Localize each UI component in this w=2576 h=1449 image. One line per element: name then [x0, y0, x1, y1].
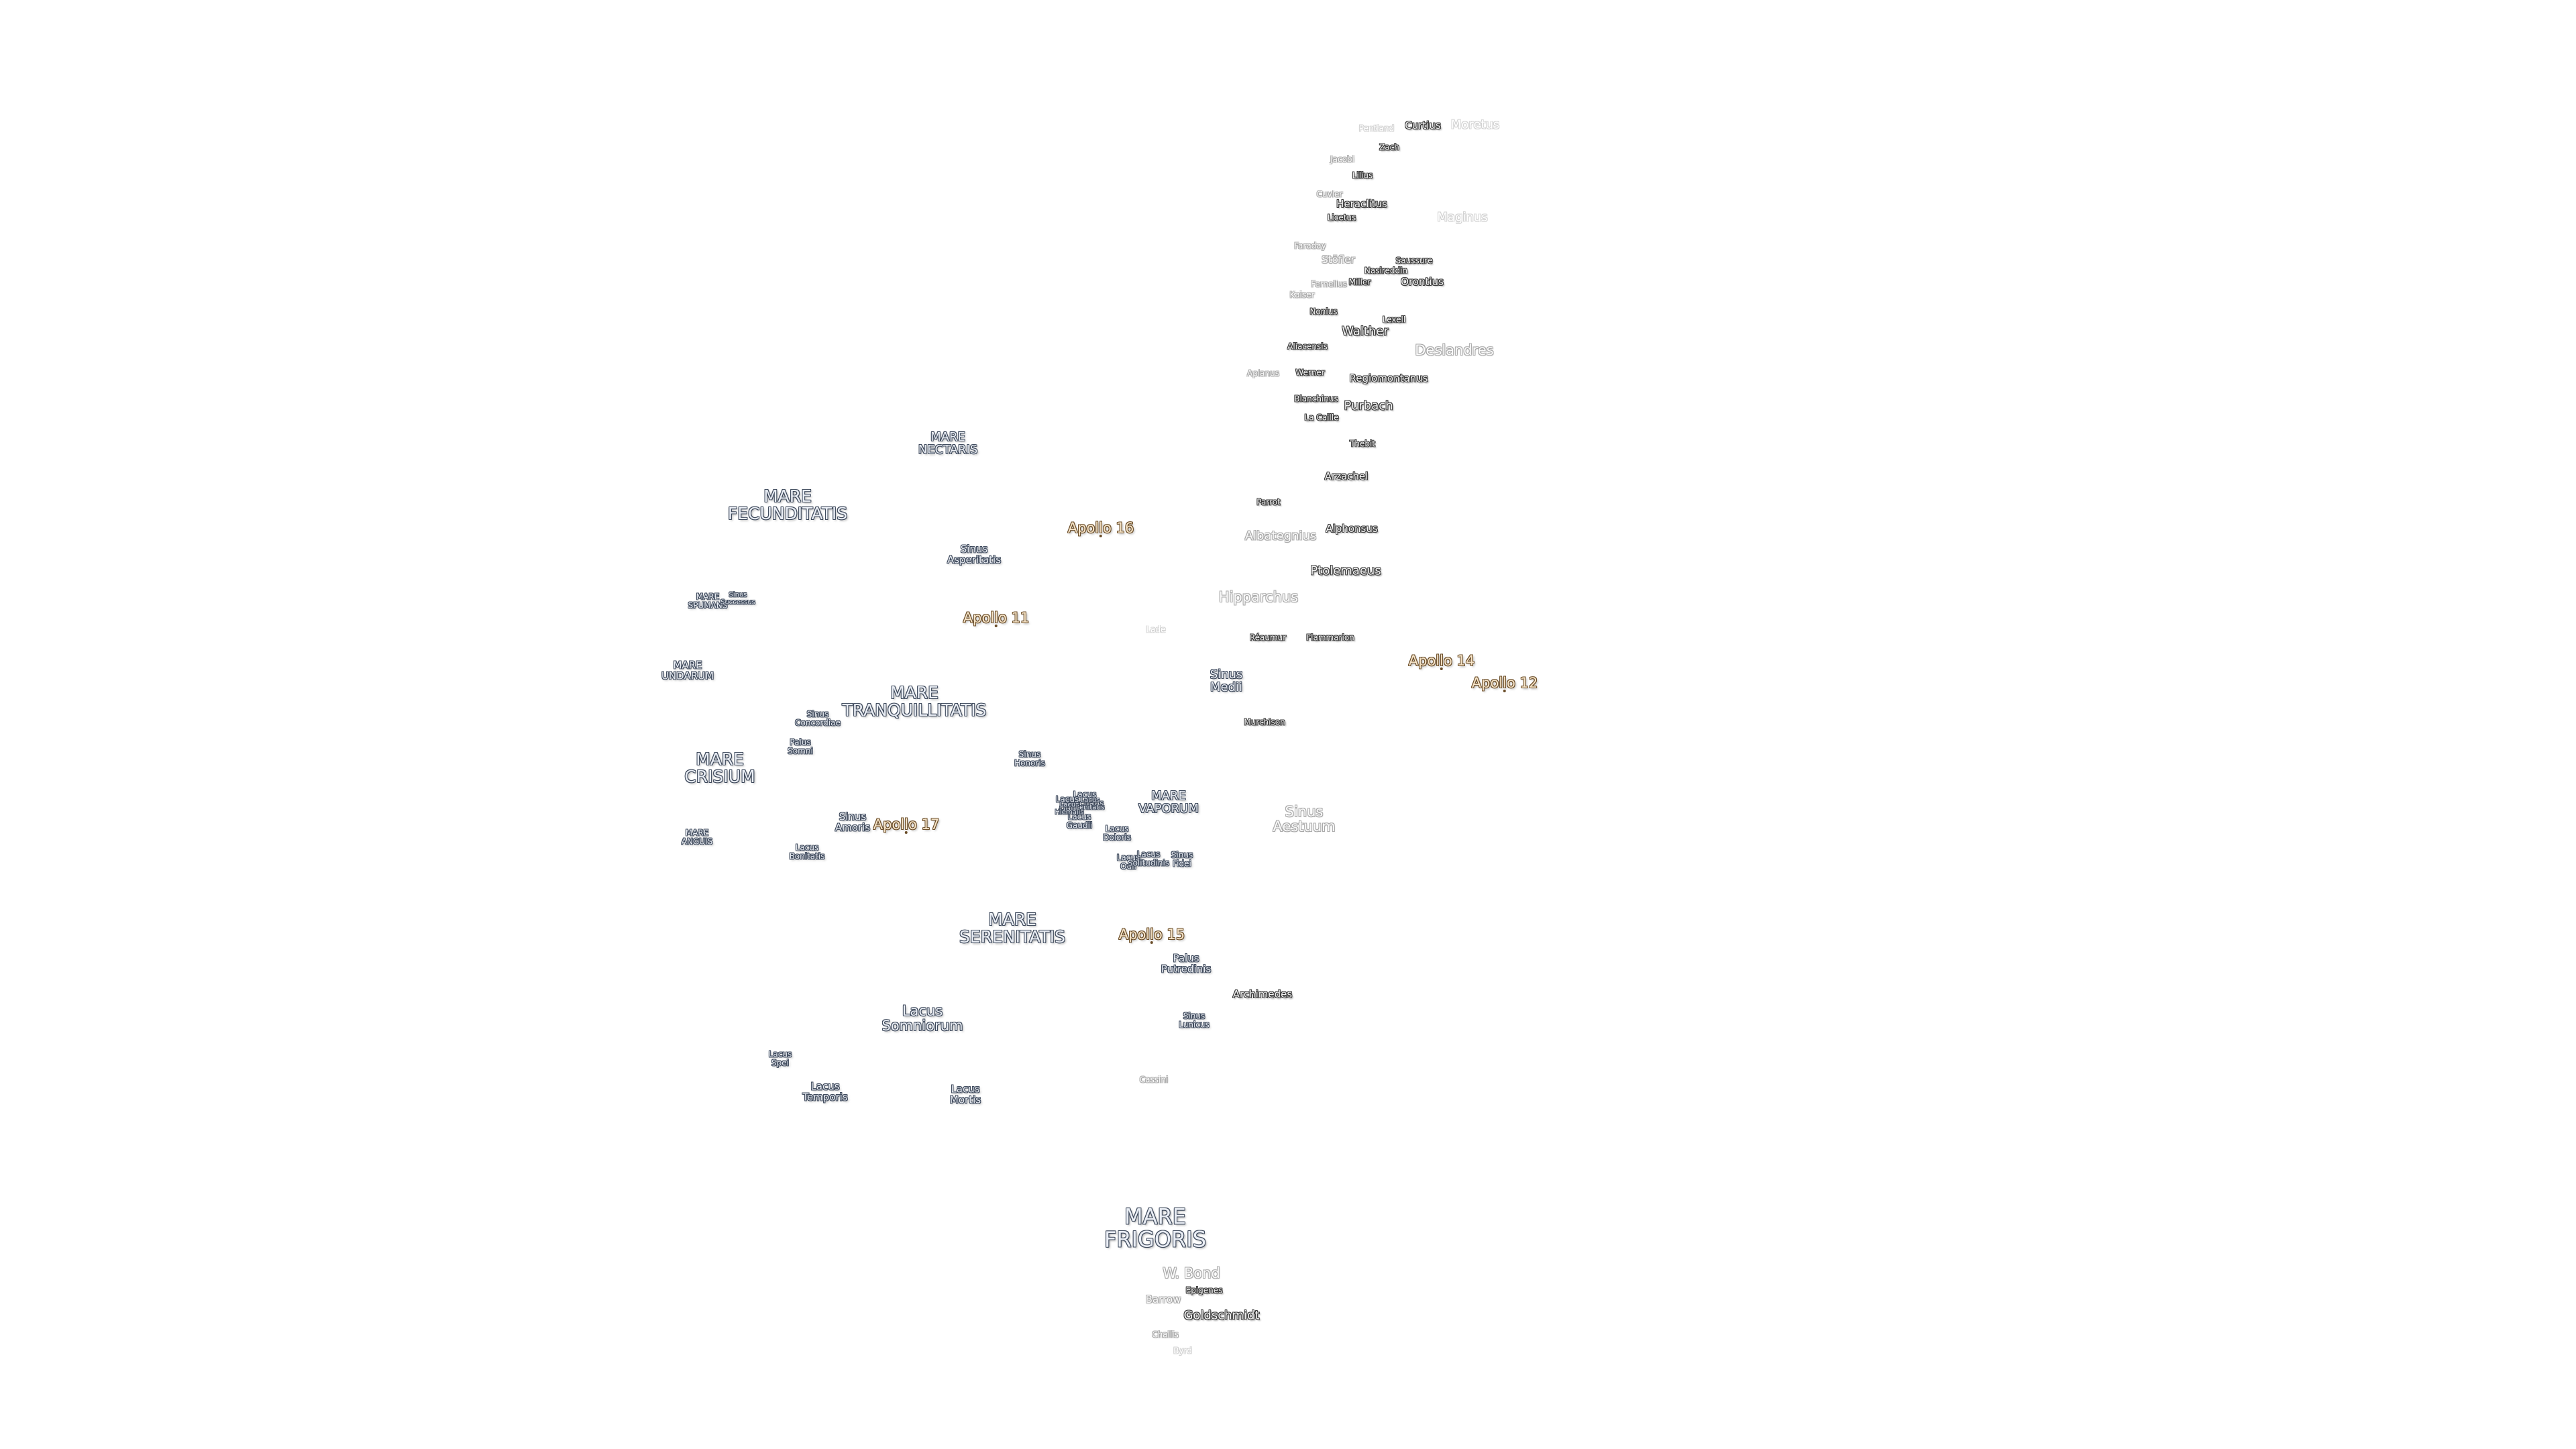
label-flammarion: Flammarion: [1306, 633, 1354, 643]
label-thebit: Thebit: [1350, 439, 1375, 449]
label-walther: Walther: [1342, 324, 1389, 339]
label-mare-anguis: MARE ANGUIS: [681, 828, 713, 846]
label-purbach: Purbach: [1344, 398, 1393, 413]
label-lacus-somniorum: Lacus Somniorum: [881, 1002, 963, 1034]
label-la-caille: La Caille: [1304, 413, 1339, 423]
label-mare-undarum: MARE UNDARUM: [661, 659, 714, 682]
label-werner: Werner: [1295, 368, 1325, 378]
label-cuvier: Cuvier: [1316, 189, 1343, 199]
label-lacus-bonitatis: Lacus Bonitatis: [789, 843, 825, 861]
label-sinus-concordiae: Sinus Concordiae: [795, 709, 841, 727]
label-lacus-hiemalis: Lacus Hiemalis: [1055, 801, 1084, 816]
apollo-17-marker[interactable]: Apollo 17: [873, 816, 940, 835]
label-deslandres: Deslandres: [1415, 341, 1494, 358]
apollo-11-marker[interactable]: Apollo 11: [963, 609, 1030, 628]
label-epigenes: Epigenes: [1185, 1285, 1223, 1295]
label-lacus-mortis: Lacus Mortis: [949, 1083, 981, 1106]
label-ptolemaeus: Ptolemaeus: [1310, 564, 1381, 578]
label-mare-nectaris: MARE NECTARIS: [918, 430, 978, 457]
label-sinus-asperitatis: Sinus Asperitatis: [947, 543, 1002, 566]
label-curtius: Curtius: [1405, 119, 1441, 132]
label-murchison: Murchison: [1244, 717, 1285, 727]
label-mare-spumans: MARE SPUMANS: [688, 592, 728, 610]
label-maginus: Maginus: [1437, 210, 1488, 225]
label-apianus: Apianus: [1247, 368, 1279, 378]
label-sinus-lunicus: Sinus Lunicus: [1179, 1011, 1210, 1029]
label-reaumur: Réaumur: [1249, 633, 1287, 643]
label-cassini: Cassini: [1139, 1075, 1169, 1085]
label-barrow: Barrow: [1145, 1293, 1181, 1306]
apollo-12-marker[interactable]: Apollo 12: [1471, 674, 1538, 693]
label-mare-frigoris: MARE FRIGORIS: [1104, 1203, 1207, 1252]
label-mare-vaporum: MARE VAPORUM: [1138, 789, 1199, 816]
label-lacus-spei: Lacus Spei: [768, 1049, 792, 1067]
label-moretus: Moretus: [1450, 117, 1500, 132]
label-lacus-felicitatis: Lacus Felicitatis: [1065, 790, 1104, 808]
label-palus-putredinis: Palus Putredinis: [1161, 952, 1212, 975]
label-palus-somni: Palus Somni: [788, 737, 813, 755]
label-lexell: Lexell: [1382, 315, 1406, 325]
label-stofler: Stöfler: [1322, 254, 1355, 266]
label-nonius: Nonius: [1309, 307, 1338, 317]
label-lacus-doloris: Lacus Doloris: [1103, 824, 1131, 842]
label-sinus-fidei: Sinus Fidei: [1171, 850, 1193, 868]
label-sinus-amoris: Sinus Amoris: [835, 810, 871, 833]
label-lacus-odii-2: Lacus Odii: [1116, 853, 1140, 871]
label-nasireddin: Nasireddin: [1364, 266, 1408, 276]
label-blanchinus: Blanchinus: [1294, 394, 1338, 404]
label-lacus-gaudii: Lacus Gaudii: [1066, 812, 1093, 830]
label-goldschmidt: Goldschmidt: [1183, 1308, 1260, 1323]
label-miller: Miller: [1348, 277, 1371, 287]
label-mare-tranquillitatis: MARE TRANQUILLITATIS: [842, 682, 987, 720]
label-heraclitus: Heraclitus: [1336, 198, 1387, 211]
label-lacus-lenitatis: Lacus Lenitatis: [1075, 796, 1105, 811]
label-archimedes: Archimedes: [1232, 988, 1293, 1001]
label-lacus-temporis: Lacus Temporis: [802, 1080, 848, 1103]
label-mare-crisium: MARE CRISIUM: [684, 749, 755, 786]
label-kaiser: Kaiser: [1289, 290, 1315, 300]
label-hipparchus: Hipparchus: [1218, 588, 1299, 605]
label-pentland: Pentland: [1358, 123, 1395, 133]
label-sinus-successus: Sinus Successus: [720, 591, 755, 606]
apollo-14-marker[interactable]: Apollo 14: [1408, 652, 1475, 671]
apollo-16-marker[interactable]: Apollo 16: [1067, 519, 1134, 538]
label-lade: Lade: [1146, 625, 1166, 635]
label-fernelius: Fernelius: [1311, 279, 1347, 289]
label-lacus-solitudinis: Lacus Solitudinis: [1127, 849, 1170, 867]
label-aliacensis: Aliacensis: [1287, 341, 1328, 352]
label-sinus-honoris: Sinus Honoris: [1014, 749, 1045, 767]
label-saussure: Saussure: [1395, 256, 1433, 266]
label-w-bond: W. Bond: [1163, 1265, 1220, 1281]
label-lacus-odii-1: Lacus Odii: [1055, 794, 1079, 812]
label-orontius: Orontius: [1401, 276, 1444, 288]
label-licetus: Licetus: [1327, 213, 1356, 223]
label-byrd: Byrd: [1173, 1346, 1192, 1356]
label-regiomontanus: Regiomontanus: [1349, 372, 1428, 385]
label-mare-serenitatis: MARE SERENITATIS: [959, 909, 1065, 947]
label-lilius: Lilius: [1352, 170, 1373, 180]
label-faraday: Faraday: [1294, 241, 1326, 251]
apollo-15-marker[interactable]: Apollo 15: [1118, 926, 1185, 945]
label-jacobi: Jacobi: [1330, 154, 1354, 164]
label-alphonsus: Alphonsus: [1326, 523, 1378, 535]
label-sinus-medii: Sinus Medii: [1210, 667, 1243, 694]
label-sinus-aestuum: Sinus Aestuum: [1273, 803, 1336, 835]
label-albategnius: Albategnius: [1244, 529, 1317, 543]
label-zach: Zach: [1379, 142, 1399, 152]
label-parrot: Parrot: [1256, 497, 1281, 507]
label-challis: Challis: [1152, 1330, 1179, 1340]
label-mare-fecunditatis: MARE FECUNDITATIS: [727, 486, 848, 523]
label-arzachel: Arzachel: [1324, 470, 1368, 483]
